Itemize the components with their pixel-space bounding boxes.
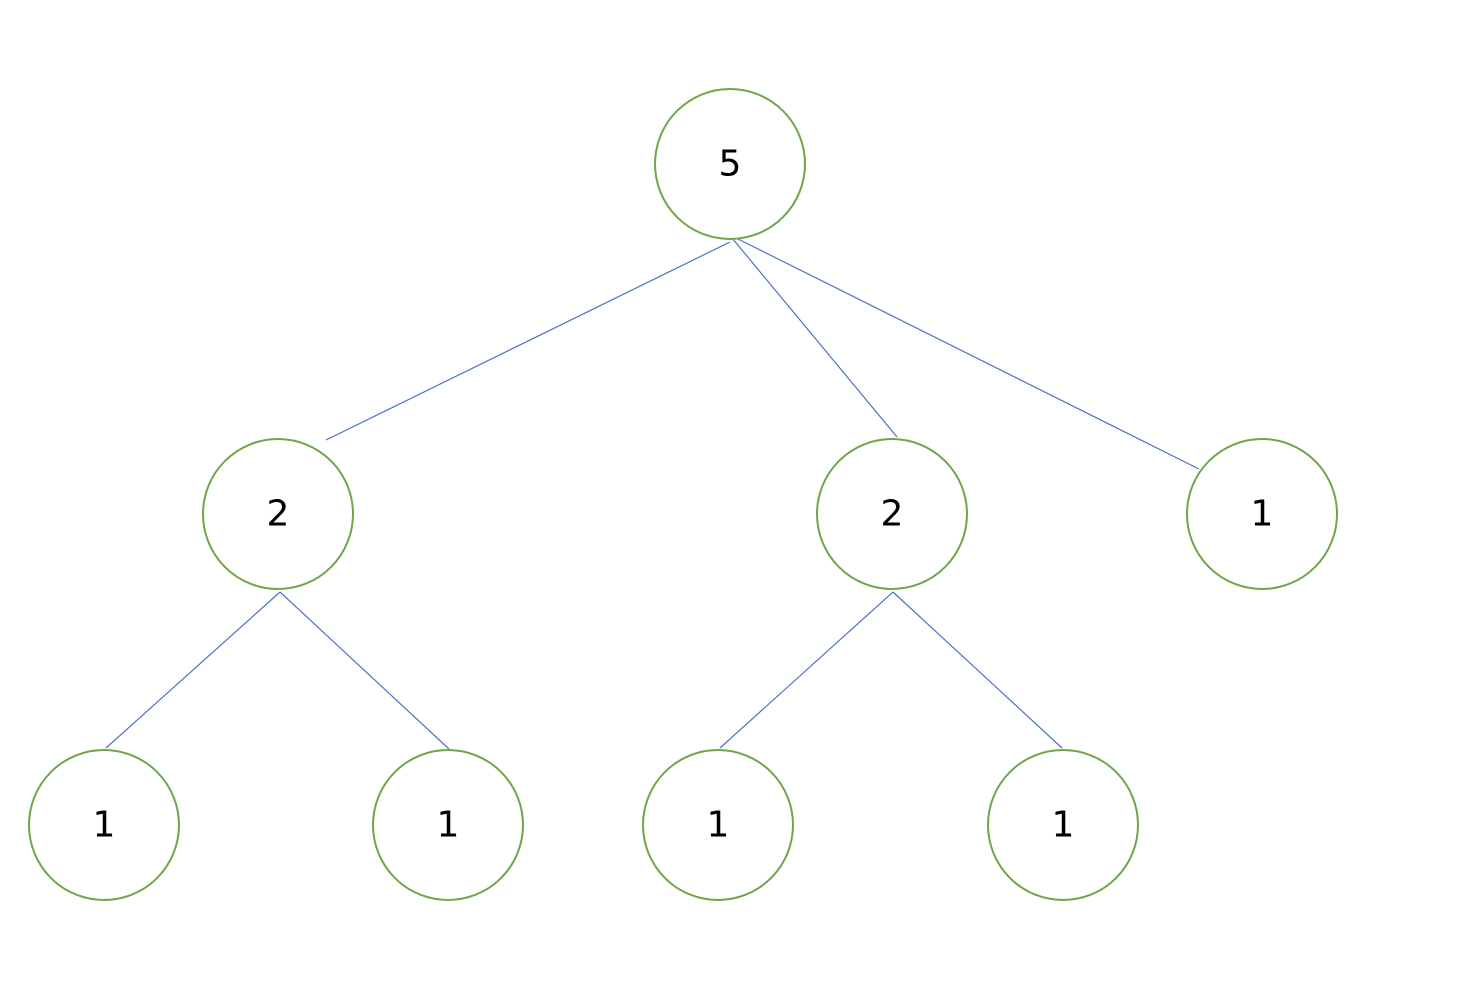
tree-node-right: 1: [1186, 438, 1338, 590]
edge-root-to-right: [731, 235, 1200, 470]
node-circle: [816, 438, 968, 590]
tree-node-root: 5: [654, 88, 806, 240]
tree-node-left-right: 1: [372, 749, 524, 901]
node-label: 1: [93, 805, 116, 846]
tree-node-middle: 2: [816, 438, 968, 590]
edge-left-to-left-right: [279, 591, 450, 750]
node-label: 1: [1052, 805, 1075, 846]
node-circle: [642, 749, 794, 901]
tree-node-middle-left: 1: [642, 749, 794, 901]
node-label: 1: [437, 805, 460, 846]
node-circle: [654, 88, 806, 240]
node-label: 2: [267, 494, 290, 535]
tree-node-left-left: 1: [28, 749, 180, 901]
node-circle: [987, 749, 1139, 901]
node-circle: [28, 749, 180, 901]
node-circle: [1186, 438, 1338, 590]
node-label: 5: [719, 144, 742, 185]
nodes-group: 5 2 2 1 1 1 1 1: [28, 88, 1338, 901]
edge-middle-to-middle-right: [892, 591, 1063, 749]
node-label: 1: [707, 805, 730, 846]
node-circle: [202, 438, 354, 590]
edge-root-to-left: [325, 241, 731, 441]
node-label: 1: [1251, 494, 1274, 535]
edge-middle-to-middle-left: [719, 591, 894, 749]
tree-node-middle-right: 1: [987, 749, 1139, 901]
node-circle: [372, 749, 524, 901]
node-label: 2: [881, 494, 904, 535]
edge-root-to-middle: [731, 237, 898, 438]
edges-group: [105, 235, 1200, 750]
tree-node-left: 2: [202, 438, 354, 590]
edge-left-to-left-left: [105, 591, 281, 749]
